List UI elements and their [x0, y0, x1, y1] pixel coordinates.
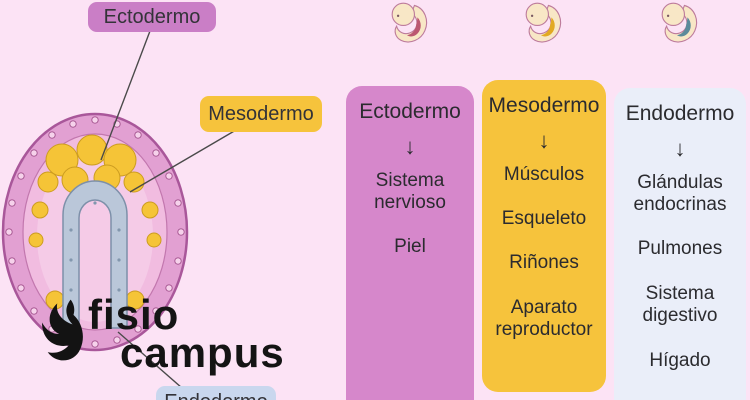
fetus-icon-ectodermo [391, 2, 428, 43]
label-endodermo: Endodermo [156, 386, 276, 400]
label-ectodermo: Ectodermo [88, 2, 216, 32]
column-endodermo: Endodermo ↓ Glándulas endocrinas Pulmone… [614, 88, 746, 400]
column-item: Sistema digestivo [642, 282, 718, 327]
down-arrow-icon: ↓ [674, 136, 686, 161]
down-arrow-icon: ↓ [404, 134, 416, 159]
fetus-accent [677, 17, 691, 37]
fisiocampus-logo: fisio campus [42, 290, 292, 382]
logo-word-fisio: fisio [88, 291, 180, 338]
logo-word-campus: campus [120, 329, 285, 376]
column-title: Endodermo [625, 102, 735, 125]
fetus-icon-endodermo [661, 2, 698, 43]
label-endodermo-text: Endodermo [164, 391, 267, 400]
column-item: Riñones [509, 252, 579, 274]
fetus-accent [541, 17, 555, 37]
column-item: Pulmones [637, 238, 723, 260]
mesoderm-cells [28, 134, 162, 310]
column-title: Ectodermo [359, 100, 461, 123]
column-item: Músculos [503, 163, 585, 185]
label-ectodermo-text: Ectodermo [103, 5, 201, 28]
column-item: Sistema nervioso [374, 169, 446, 213]
down-arrow-icon: ↓ [538, 128, 550, 153]
label-mesodermo-text: Mesodermo [208, 102, 314, 125]
fetus-accent [407, 17, 421, 37]
column-item: Piel [394, 236, 426, 258]
column-ectodermo: Ectodermo ↓ Sistema nervioso Piel [346, 86, 474, 400]
column-title: Mesodermo [488, 94, 600, 117]
endoderm-tube [62, 180, 128, 329]
column-item: Glándulas endocrinas [633, 171, 727, 215]
tube-dots [69, 201, 121, 292]
fetus-icon-mesodermo [525, 2, 562, 43]
column-item: Hígado [649, 349, 711, 371]
flame-icon [42, 299, 83, 361]
column-mesodermo: Mesodermo ↓ Músculos Esqueleto Riñones A… [482, 80, 606, 392]
column-item: Aparato reproductor [495, 296, 593, 341]
column-item: Esqueleto [501, 208, 587, 229]
label-mesodermo: Mesodermo [200, 96, 322, 132]
